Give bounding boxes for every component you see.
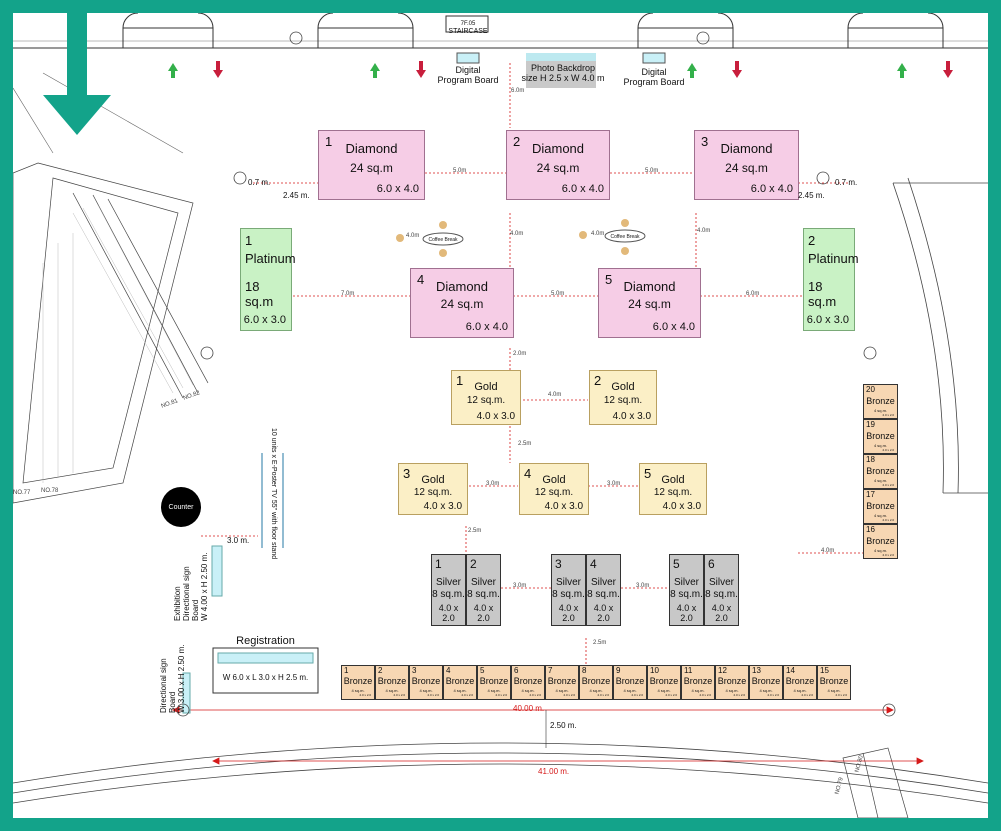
diamond-booth-5[interactable]: 5 Diamond 24 sq.m 6.0 x 4.0 [598, 268, 701, 338]
diamond-booth-4[interactable]: 4 Diamond 24 sq.m 6.0 x 4.0 [410, 268, 514, 338]
dist-4m-a: 4.0m [510, 231, 524, 237]
gold-booth-2[interactable]: 2 Gold 12 sq.m. 4.0 x 3.0 [589, 370, 657, 425]
dist-3m-a: 3.0m [486, 481, 500, 487]
dist-41m: 41.00 m. [538, 767, 570, 776]
dist-5m-a: 5.0m [453, 168, 467, 174]
dist-3m-silver-a: 3.0m [513, 583, 527, 589]
silver-booth-6[interactable]: 6 Silver 8 sq.m. 4.0 x 2.0 [704, 554, 739, 626]
entrance-arrow-icon [43, 13, 111, 135]
gold-booth-1[interactable]: 1 Gold 12 sq.m. 4.0 x 3.0 [451, 370, 521, 425]
dist-6m-top: 6.0m [511, 88, 525, 94]
dist-25-b: 2.5m [468, 528, 482, 534]
coffee-break-1: Coffee Break [428, 237, 458, 243]
digital-program-board-left: Digital Program Board [437, 65, 499, 85]
platinum-booth-1[interactable]: 1 Platinum 18 sq.m 6.0 x 3.0 [240, 228, 296, 331]
gold-booth-5[interactable]: 5 Gold 12 sq.m. 4.0 x 3.0 [639, 463, 707, 515]
dist-40m: 40.00 m. [513, 704, 545, 713]
eposter-label: 10 units x E-Poster TV 55" with floor st… [270, 428, 277, 560]
photo-backdrop: Photo Backdrop size H 2.5 x W 4.0 m [521, 63, 605, 83]
gold-booth-3[interactable]: 3 Gold 12 sq.m. 4.0 x 3.0 [398, 463, 468, 515]
dist-07-right: 0.7 m. [835, 178, 858, 187]
silver-booth-5[interactable]: 5 Silver 8 sq.m. 4.0 x 2.0 [669, 554, 704, 626]
dist-5m-b: 5.0m [645, 168, 659, 174]
exhibition-sign-label: Exhibition Directional sign Board W 4.00… [173, 552, 209, 621]
door-arrows [168, 61, 953, 78]
dist-4m-coffee-b: 4.0m [591, 231, 605, 237]
dist-3m-b: 3.0m [607, 481, 621, 487]
floor-plan: 7F.05 STAIRCASE Digital Program Board Di… [13, 13, 988, 818]
dist-245-left: 2.45 m. [283, 191, 310, 200]
dist-7m: 7.0m [341, 291, 355, 297]
escalator-label-77: NO.77 [13, 490, 31, 496]
silver-booth-3[interactable]: 3 Silver 8 sq.m. 4.0 x 2.0 [551, 554, 586, 626]
dist-3m-silver-b: 3.0m [636, 583, 650, 589]
dist-07-left: 0.7 m. [248, 178, 271, 187]
silver-booth-1[interactable]: 1 Silver 8 sq.m. 4.0 x 2.0 [431, 554, 466, 626]
coffee-break-2: Coffee Break [610, 234, 640, 240]
registration-title: Registration [236, 635, 295, 647]
dist-250: 2.50 m. [550, 721, 577, 730]
floor-plan-linework [13, 13, 988, 818]
dist-3m-counter: 3.0 m. [227, 536, 250, 545]
dist-4m-right: 4.0m [821, 548, 835, 554]
dist-25-a: 2.5m [518, 441, 532, 447]
gold-booth-4[interactable]: 4 Gold 12 sq.m. 4.0 x 3.0 [519, 463, 589, 515]
dist-2m: 2.0m [513, 351, 527, 357]
silver-booth-4[interactable]: 4 Silver 8 sq.m. 4.0 x 2.0 [586, 554, 621, 626]
registration-sign-label: Directional sign Board W 3.00 x H 2.50 m… [159, 644, 186, 713]
staircase-code: 7F.05 [460, 21, 476, 27]
diamond-booth-3[interactable]: 3 Diamond 24 sq.m 6.0 x 4.0 [694, 130, 799, 200]
dist-4m-gold: 4.0m [548, 392, 562, 398]
digital-program-board-right: Digital Program Board [623, 67, 685, 87]
dist-25-c: 2.5m [593, 640, 607, 646]
diamond-booth-2[interactable]: 2 Diamond 24 sq.m 6.0 x 4.0 [506, 130, 610, 200]
counter-label: Counter [168, 504, 194, 511]
diamond-booth-1[interactable]: 1 Diamond 24 sq.m 6.0 x 4.0 [318, 130, 425, 200]
silver-booth-2[interactable]: 2 Silver 8 sq.m. 4.0 x 2.0 [466, 554, 501, 626]
dist-5m-mid: 5.0m [551, 291, 565, 297]
dist-4m-b: 4.0m [697, 228, 711, 234]
dist-245-right: 2.45 m. [798, 191, 825, 200]
registration-dims: W 6.0 x L 3.0 x H 2.5 m. [222, 673, 309, 682]
staircase-label: STAIRCASE [448, 28, 488, 35]
dist-4m-coffee-a: 4.0m [406, 233, 420, 239]
dist-6m-right: 6.0m [746, 291, 760, 297]
escalator-label-78: NO.78 [41, 488, 59, 494]
platinum-booth-2[interactable]: 2 Platinum 18 sq.m 6.0 x 3.0 [803, 228, 859, 331]
